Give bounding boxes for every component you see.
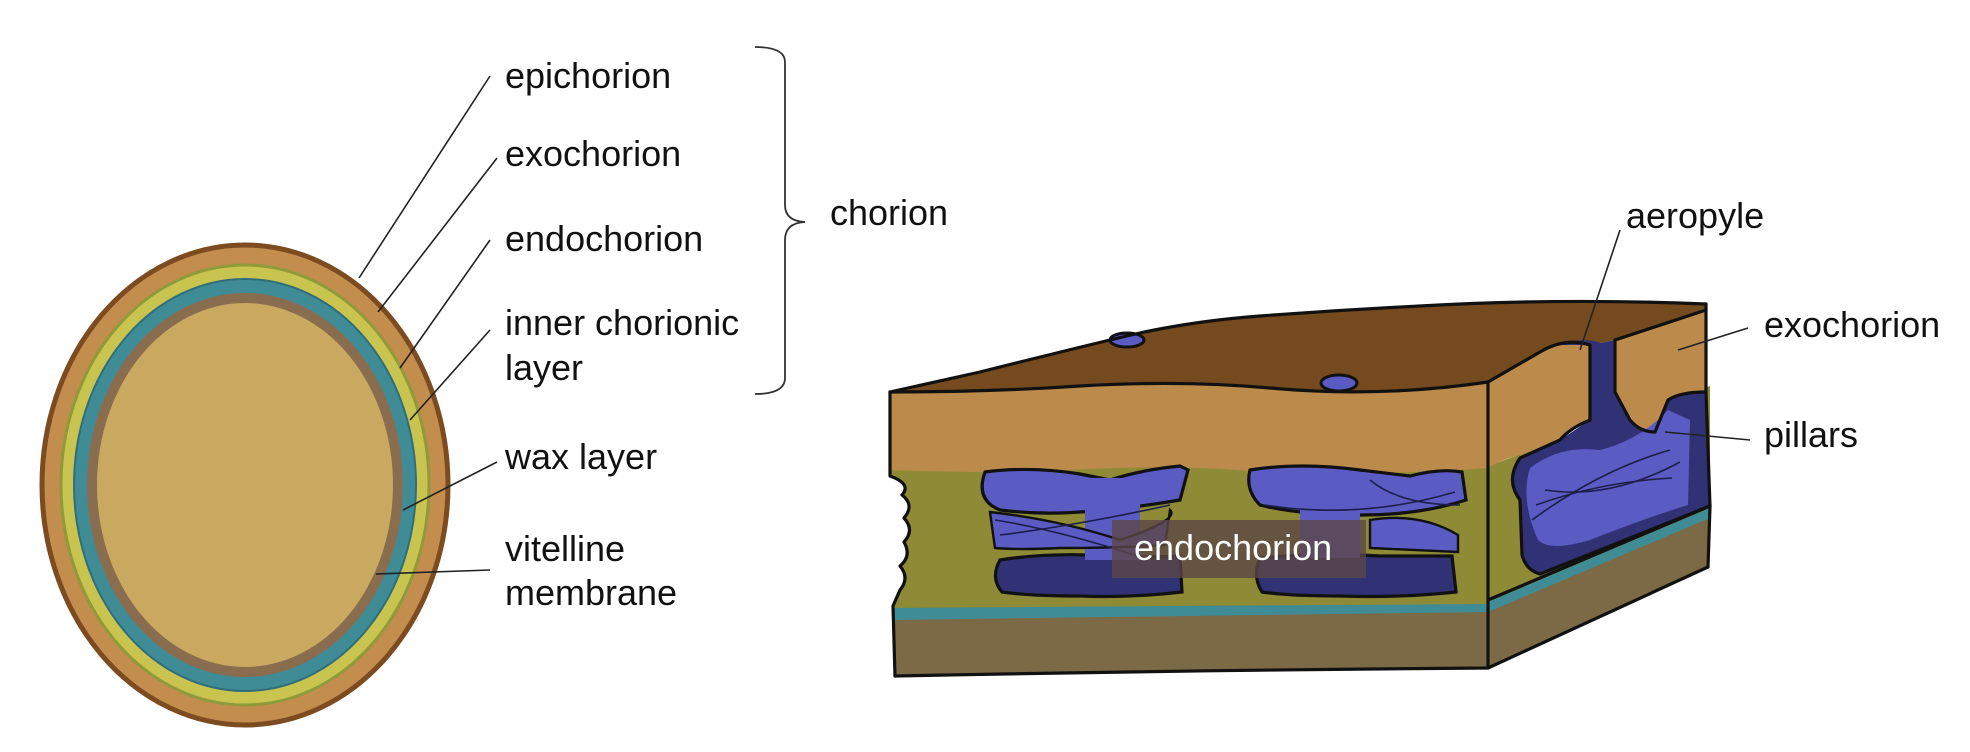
fiber-left-2 (999, 504, 1171, 536)
leader-wax-layer (402, 461, 498, 511)
leader-epichorion (358, 75, 491, 279)
outline-left-wavy-edge (888, 390, 912, 678)
exochorion-layer-front (890, 382, 1488, 474)
outline-side-top-right (1613, 308, 1708, 434)
leader-vitelline (375, 569, 491, 575)
label-inner-chorionic-line1: inner chorionic (505, 302, 739, 343)
top-surface (890, 301, 1706, 392)
leader-pillars (1664, 431, 1751, 441)
label-inner-chorionic-line2: layer (505, 347, 583, 388)
endochorion-label-box (1112, 520, 1366, 578)
label-chorion: chorion (830, 192, 948, 233)
label-exochorion-block: exochorion (1764, 304, 1940, 345)
side-exo-face-right (1615, 310, 1706, 432)
label-epichorion: epichorion (505, 55, 671, 96)
side-fiber-2 (1535, 477, 1673, 506)
side-base-face (1488, 512, 1710, 668)
aeropyle-channel (1560, 340, 1605, 365)
label-endochorion: endochorion (505, 218, 703, 259)
label-endochorion-block: endochorion (1134, 527, 1332, 568)
side-exo-face (1488, 340, 1590, 468)
fiber-right-2 (1369, 479, 1461, 506)
chorion-brace (754, 46, 806, 395)
leader-endochorion (399, 239, 491, 369)
base-layer-front (893, 600, 1488, 676)
outline-side-top-edge (1486, 340, 1712, 576)
label-exochorion: exochorion (505, 133, 681, 174)
side-fiber-1 (1531, 449, 1671, 521)
label-aeropyle: aeropyle (1626, 195, 1764, 236)
eggshell-block: endochorion (888, 299, 1712, 678)
outline-side-teal (1486, 504, 1712, 602)
side-teal-strip (1488, 506, 1710, 612)
outline-right-back-edge (1704, 302, 1712, 569)
egg-cross-section (39, 242, 451, 728)
pillar-web-right (1368, 516, 1460, 554)
aeropyle-hole-2 (1319, 373, 1359, 393)
leader-inner-chorionic (409, 329, 491, 421)
outline-top-front-edge (888, 380, 1490, 394)
leader-exochorion-block (1677, 327, 1749, 351)
yolk-center (97, 303, 393, 667)
outline-bottom-edge (893, 565, 1710, 678)
label-pillars: pillars (1764, 414, 1858, 455)
fiber-right-1 (1264, 491, 1456, 512)
side-fiber-3 (1544, 461, 1681, 493)
label-vitelline-line1: vitelline (505, 528, 625, 569)
label-vitelline-line2: membrane (505, 572, 677, 613)
leader-aeropyle (1579, 229, 1621, 351)
label-wax-layer: wax layer (504, 436, 657, 477)
leader-exochorion (377, 157, 498, 313)
outline-top-back-edge (888, 299, 1708, 394)
side-pillar-highlight (1526, 410, 1690, 546)
